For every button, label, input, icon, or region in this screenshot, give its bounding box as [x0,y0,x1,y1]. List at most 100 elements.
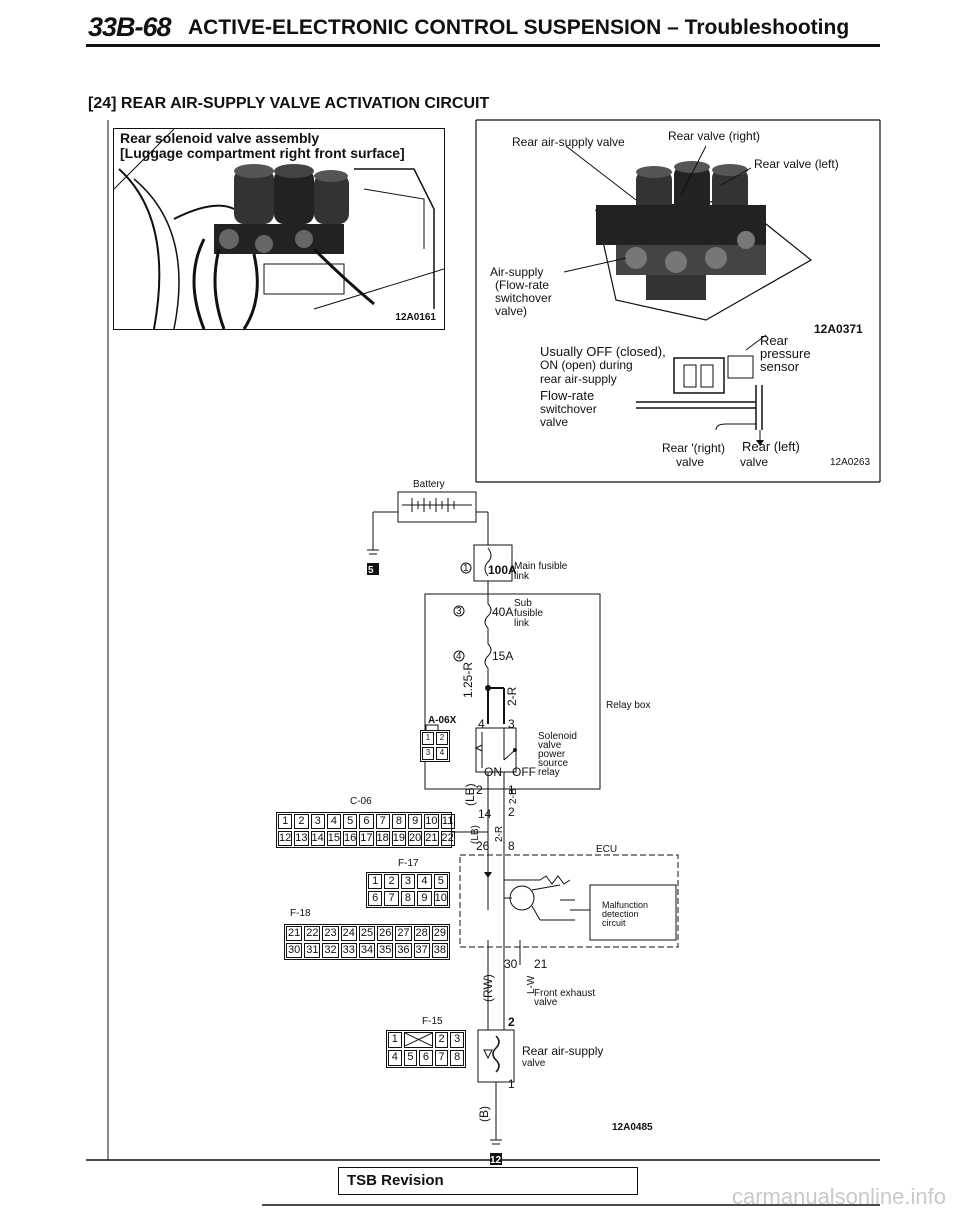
f18-pin: 34 [358,943,376,958]
f18-pin: 32 [322,943,339,958]
f17-pin: 6 [368,891,383,906]
rear-right-valve-label: Rear '(right) [662,441,725,455]
relay-box-label: Relay box [606,700,651,711]
f17-pin: 10 [433,891,448,906]
f17-pin: 9 [417,891,432,906]
c06-pin: 3 [310,814,325,829]
malfunction-label-2: detection [602,909,639,919]
battery-label: Battery [413,479,445,490]
page-title: ACTIVE-ELECTRONIC CONTROL SUSPENSION – T… [188,16,850,39]
c06-pin: 20 [408,831,423,846]
footer-box: TSB Revision [338,1167,638,1195]
c06-pin: 21 [424,831,439,846]
header-rule [86,44,880,47]
photo-valve-assembly [576,150,816,325]
ecu-label: ECU [596,844,618,855]
rear-air-supply-label: rear air-supply [540,372,617,386]
main-fusible-label: Main fusible [514,561,568,572]
valve-label: valve [540,415,569,429]
label-flow-rate: (Flow-rate [495,278,550,292]
c06-pin: 22 [440,831,455,846]
a06x-pin: 4 [436,747,448,760]
c06-pin: 16 [343,831,358,846]
wire-1.25r-label: 1.25-R [461,661,475,698]
rear-right-valve-label2: valve [676,455,705,469]
valve-assembly-drawing [595,161,813,321]
f18-pin: 22 [304,926,321,941]
pin-2c-label: 2 [508,1015,515,1029]
pressure-sensor-schematic [636,334,767,446]
label-rear-air-supply-valve: Rear air-supply valve [512,135,625,149]
wiring-code: 12A0485 [612,1122,653,1133]
connector-f15-label: F-15 [422,1016,443,1027]
pin-26-label: 26 [476,839,490,853]
circle-3-label: 3 [456,606,462,617]
f15-pin: 3 [450,1032,464,1048]
f17-pin: 2 [384,874,399,889]
sub-fusible-label: fusible [514,608,543,619]
connector-c06-label: C-06 [350,796,372,807]
f18-pin: 26 [377,926,394,941]
f17-pin: 5 [433,874,448,889]
sensor-label: sensor [760,359,800,374]
circle-1-label: 1 [463,563,469,574]
c06-pin: 19 [391,831,406,846]
f15-pin: 4 [388,1050,402,1066]
wire-b-label: (B) [477,1106,491,1122]
photo-solenoid-assembly: Rear solenoid valve assembly [Luggage co… [113,128,445,330]
label-rear-valve-left: Rear valve (left) [754,157,839,171]
malfunction-label-3: circuit [602,918,626,928]
f18-pin: 25 [358,926,376,941]
photo-caption-line2: [Luggage compartment right front surface… [120,145,405,161]
ground-12-label: 12 [490,1155,502,1166]
label-rear-valve-right: Rear valve (right) [668,129,761,143]
switchover-label: switchover [540,402,597,416]
f18-pin: 29 [431,926,448,941]
c06-pin: 18 [375,831,390,846]
f15-pin: 1 [388,1032,402,1048]
f15-pin: 7 [434,1050,449,1066]
rear-label: Rear [760,333,789,348]
f18-pin: 24 [340,926,357,941]
connector-f17-label: F-17 [398,858,419,869]
photo-caption-line1: Rear solenoid valve assembly [120,130,320,146]
wire-2r2-label: 2-R [494,825,505,842]
f15-blank [403,1032,433,1048]
rear-air-supply-valve-label: Rear air-supply [522,1044,604,1058]
pin-4-label: 4 [478,717,485,731]
c06-pin: 6 [359,814,374,829]
c06-pin: 17 [359,831,374,846]
pin-2-relay: 2 [476,783,483,797]
pin-1c-label: 1 [508,1077,515,1091]
pin-3-label: 3 [508,717,515,731]
pin-21-label: 21 [534,957,548,971]
f18-pin: 37 [413,943,430,958]
section-title: [24] REAR AIR-SUPPLY VALVE ACTIVATION CI… [88,95,490,112]
pin-1-relay: 1 [508,783,515,797]
fuse-15a: 15A [492,649,514,663]
photo-code: 12A0161 [395,312,436,323]
wire-rw-label: (RW) [481,974,495,1002]
f17-pin: 8 [400,891,416,906]
f17-pin: 7 [384,891,399,906]
relay-label-4: source [538,758,569,769]
rear-left-valve-label: Rear (left) [742,439,800,454]
f15-pin: 2 [434,1032,449,1048]
c06-pin: 7 [375,814,390,829]
off-label: OFF [512,765,536,779]
front-exhaust-label: Front exhaust [534,988,596,999]
fuse-100a: 100A [488,563,517,577]
footer-text: TSB Revision [347,1172,444,1189]
c06-pin: 10 [424,814,439,829]
label-switchover: switchover [495,291,552,305]
c06-pin: 2 [294,814,309,829]
c06-pin: 5 [343,814,358,829]
sub-link-label: link [514,618,530,629]
f18-pin: 27 [395,926,412,941]
connector-c06: 1 2 3 4 5 6 7 8 9 10 11 12 13 14 15 16 1… [276,812,455,848]
connector-f15: 1 2 3 4 5 6 7 8 [386,1030,466,1068]
f18-pin: 30 [286,943,303,958]
c06-pin: 11 [440,814,455,829]
c06-pin: 1 [278,814,293,829]
